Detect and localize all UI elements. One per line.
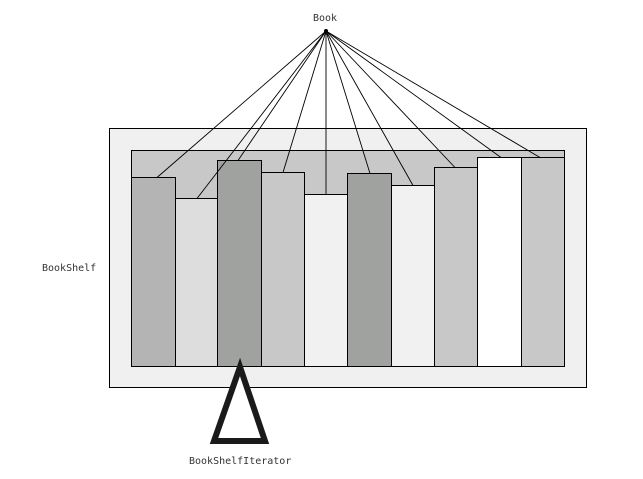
- book-2: [175, 198, 218, 367]
- connector-line-6: [325, 30, 371, 174]
- book-10: [521, 157, 565, 367]
- connector-line-3: [237, 30, 327, 161]
- book-label: Book: [313, 13, 338, 24]
- connector-apex-dot: [324, 29, 328, 33]
- connector-line-1: [156, 30, 327, 178]
- iterator-triangle: [209, 357, 270, 444]
- connector-line-10: [325, 30, 541, 158]
- bookshelf-label: BookShelf: [42, 263, 97, 274]
- book-4: [261, 172, 305, 367]
- book-3: [217, 160, 262, 367]
- connector-line-7: [325, 30, 414, 186]
- book-9: [477, 157, 522, 367]
- connector-line-4: [282, 30, 327, 173]
- connector-line-9: [325, 30, 502, 158]
- connector-line-8: [325, 30, 456, 168]
- book-7: [391, 185, 435, 367]
- book-1: [131, 177, 176, 367]
- bookshelf-iterator-label: BookShelfIterator: [189, 456, 292, 467]
- book-6: [347, 173, 392, 367]
- book-8: [434, 167, 478, 367]
- book-5: [304, 194, 348, 367]
- connector-line-2: [196, 30, 327, 199]
